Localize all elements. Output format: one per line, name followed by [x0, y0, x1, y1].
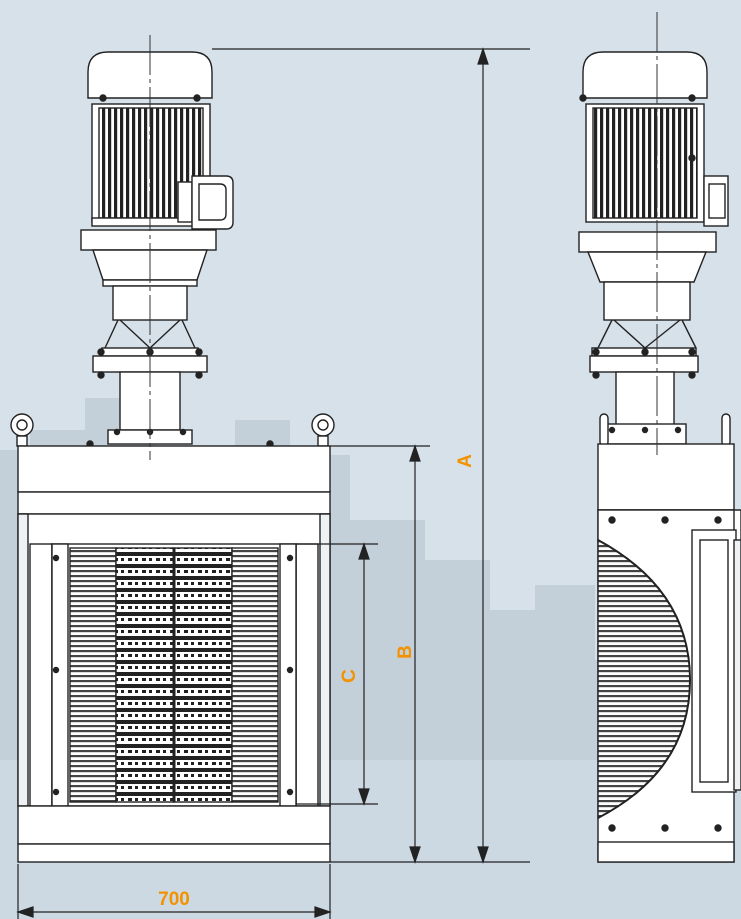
side-motor — [578, 51, 729, 253]
width-label: 700 — [158, 889, 190, 910]
side-gearbox — [586, 251, 708, 445]
dim-b-label: B — [395, 645, 416, 659]
front-motor — [80, 51, 234, 251]
side-housing — [597, 443, 741, 863]
front-lifting-eyes — [10, 413, 335, 447]
side-lifting-lugs — [599, 413, 731, 447]
dimension-lines — [16, 47, 530, 919]
front-housing — [17, 445, 331, 863]
side-view — [578, 12, 741, 863]
dim-a-label: A — [455, 454, 476, 468]
front-view — [10, 35, 335, 863]
dimension-labels: A B C 700 — [158, 454, 476, 910]
dim-c-label: C — [339, 669, 360, 683]
